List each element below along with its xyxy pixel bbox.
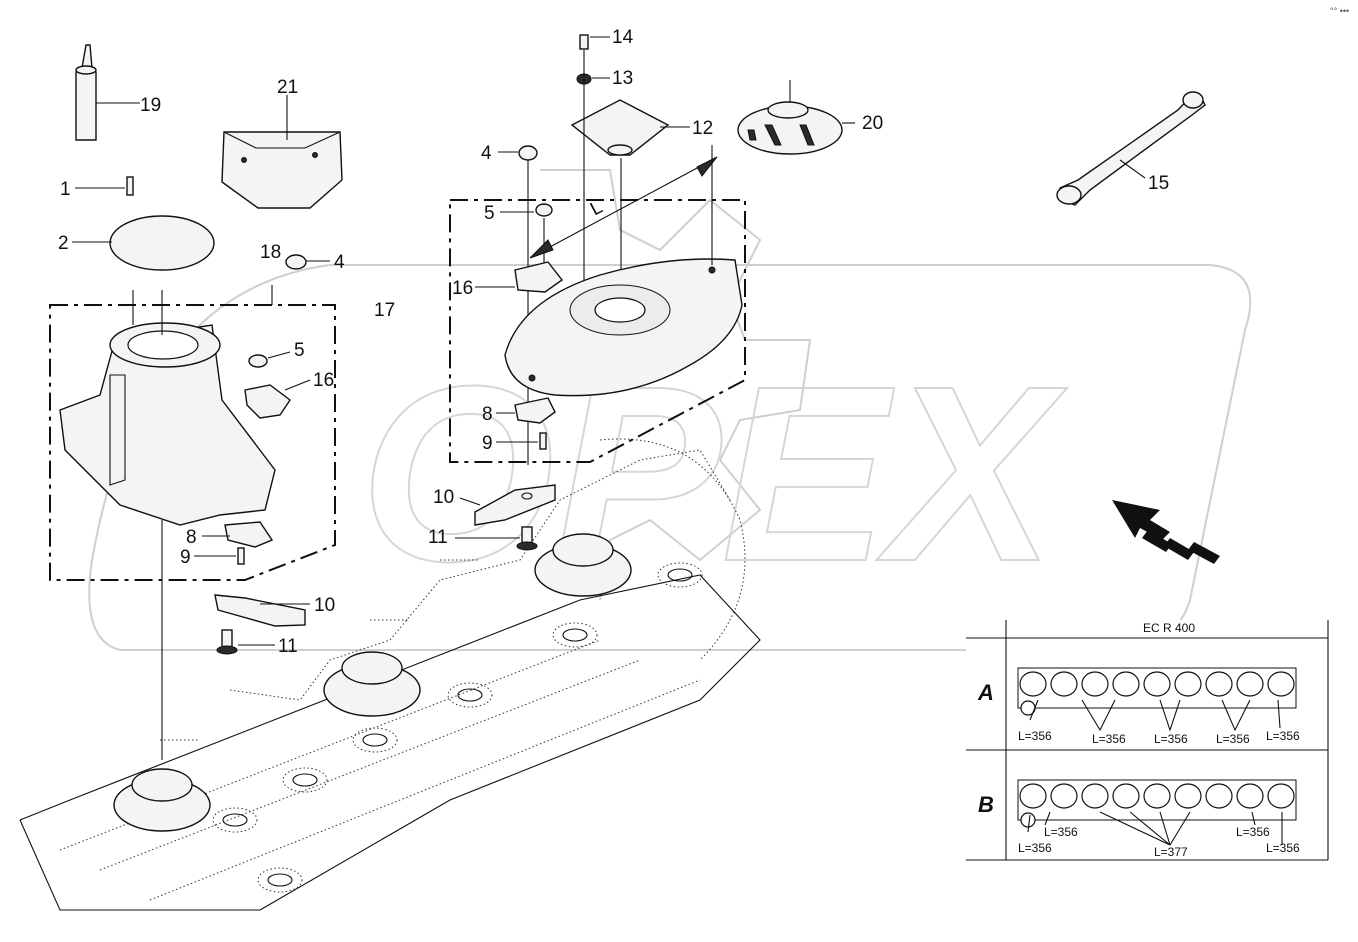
bar-disc — [282, 767, 328, 793]
length-label: L=356 — [1216, 732, 1250, 746]
part-number: 9 — [482, 433, 493, 454]
round-plate-icon — [72, 215, 215, 271]
skid-icon — [475, 261, 564, 293]
knife-bolt-icon — [216, 629, 275, 655]
length-label: L=356 — [1236, 825, 1270, 839]
part-number: 8 — [186, 527, 197, 548]
part-number: 15 — [1148, 173, 1169, 194]
nut-icon — [285, 254, 330, 270]
part-number: 18 — [260, 242, 281, 263]
bolt-icon — [579, 34, 610, 50]
bar-hub — [113, 768, 211, 832]
bolt-icon — [496, 432, 547, 450]
washer-plate-icon — [202, 521, 274, 548]
part-number: 12 — [692, 118, 713, 139]
part-number: 4 — [334, 252, 345, 273]
wrench-icon — [1056, 91, 1206, 206]
part-number: 17 — [374, 300, 395, 321]
part-number: 5 — [484, 203, 495, 224]
bar-disc — [352, 727, 398, 753]
length-label: L=356 — [1266, 729, 1300, 743]
knife-blade-icon — [459, 484, 556, 526]
row-a-discs — [1019, 671, 1295, 716]
bar-disc — [447, 682, 493, 708]
knife-bolt-icon — [455, 526, 538, 551]
bar-disc — [552, 622, 598, 648]
watermark: OPEX — [88, 169, 1252, 651]
part-number: 19 — [140, 95, 161, 116]
part-number: 11 — [428, 527, 448, 548]
part-number: 10 — [314, 595, 335, 616]
cone-cap-icon — [570, 50, 690, 300]
part-number: 2 — [58, 233, 69, 254]
part-number: 16 — [452, 278, 473, 299]
bolt-icon — [194, 547, 245, 565]
part-number: 14 — [612, 27, 634, 48]
bar-disc — [212, 807, 258, 833]
length-label: L=356 — [1092, 732, 1126, 746]
row-b-letter: B — [978, 792, 994, 817]
dimension-line: L — [529, 145, 718, 265]
part-number: 13 — [612, 68, 633, 89]
group-box-17 — [449, 199, 746, 463]
nut-icon — [576, 73, 610, 85]
bar-hub — [534, 533, 632, 597]
bolt-icon — [75, 176, 134, 196]
part-number: 11 — [278, 636, 298, 657]
direction-arrow-icon — [1112, 500, 1220, 564]
row-a-letter: A — [977, 680, 994, 705]
part-number: 5 — [294, 340, 305, 361]
length-label: L=356 — [1044, 825, 1078, 839]
length-label: L=356 — [1266, 841, 1300, 855]
washer-plate-icon — [496, 397, 556, 424]
knife-blade-icon — [214, 594, 310, 627]
cutter-bar — [19, 438, 761, 911]
length-label: L=356 — [1018, 841, 1052, 855]
bar-disc — [657, 562, 703, 588]
inset-title: EC R 400 — [1143, 621, 1195, 635]
skid-icon — [244, 379, 311, 419]
part-number: 9 — [180, 547, 191, 568]
row-b-discs — [1019, 783, 1295, 828]
part-number: 20 — [862, 113, 883, 134]
length-label: L=377 — [1154, 845, 1188, 859]
corner-mark: °° ••• — [1330, 6, 1349, 16]
part-number: 10 — [433, 487, 454, 508]
group-box-18 — [49, 304, 336, 581]
part-number: 16 — [313, 370, 334, 391]
bar-hub — [323, 651, 421, 717]
part-number: 4 — [481, 143, 492, 164]
part-number: 1 — [60, 179, 71, 200]
part-numbers: 1 2 4 4 5 5 8 8 9 9 10 10 11 11 12 13 14… — [58, 27, 1169, 657]
length-label: L=356 — [1154, 732, 1188, 746]
watermark-text: OPEX — [360, 334, 1068, 613]
config-inset: EC R 400 A L=356 L=356 L=356 L=356 L=356… — [966, 620, 1329, 861]
length-label: L=356 — [1018, 729, 1052, 743]
part-number: 8 — [482, 404, 493, 425]
rotor-housing-icon — [59, 285, 276, 760]
nut-icon — [248, 351, 291, 368]
part-number: 21 — [277, 77, 298, 98]
bar-disc — [257, 867, 303, 893]
rotor-disc-icon — [504, 258, 743, 397]
sealant-tube-icon — [75, 44, 140, 141]
cover-plate-icon — [221, 95, 343, 209]
spoked-cap-icon — [737, 80, 855, 155]
